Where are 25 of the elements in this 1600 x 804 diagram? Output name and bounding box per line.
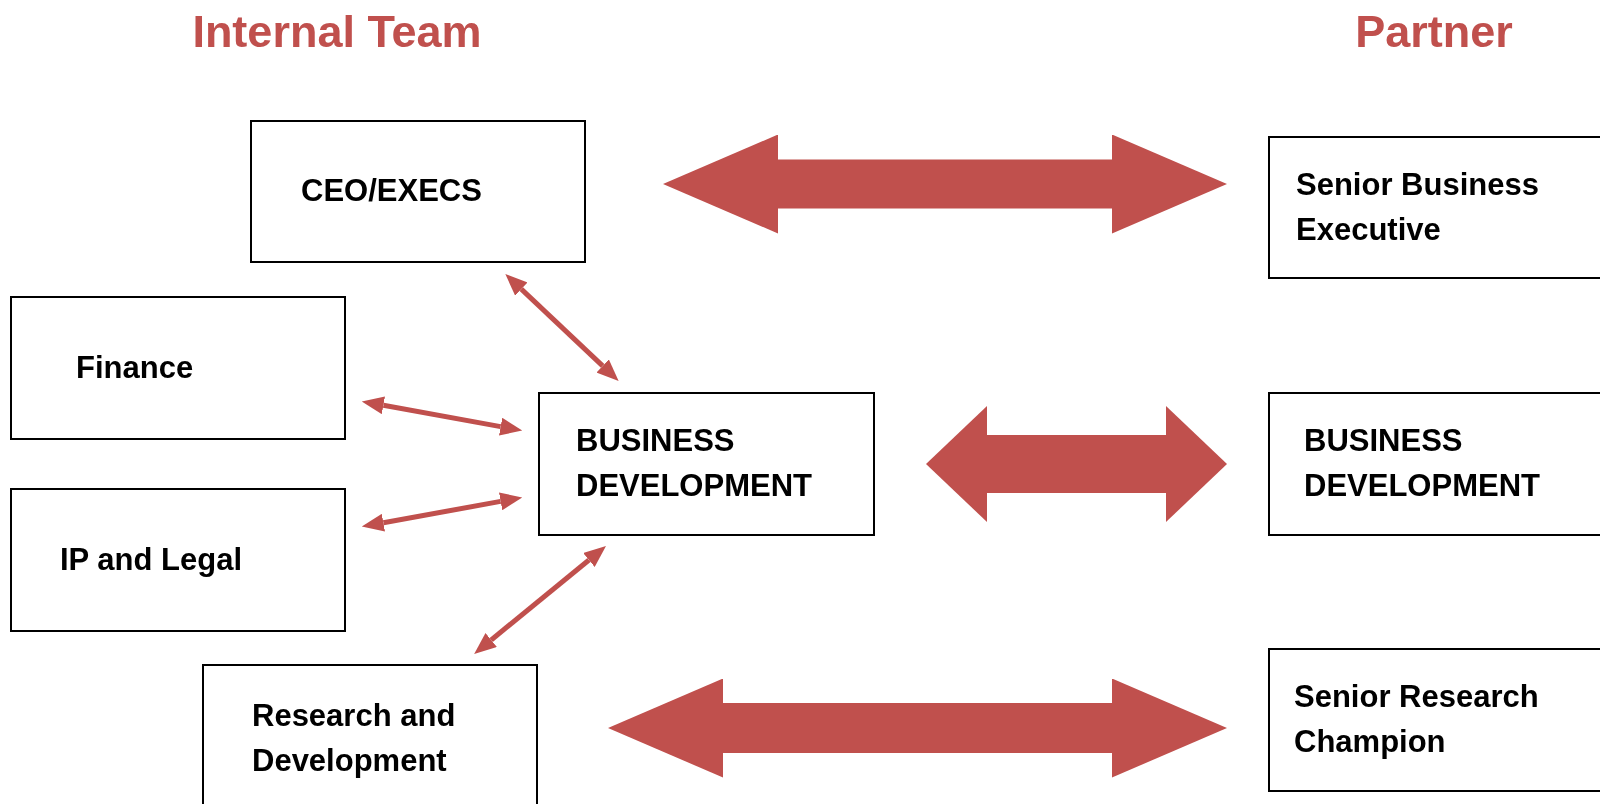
process-box bbox=[10, 488, 346, 632]
double-arrow bbox=[663, 134, 1227, 234]
box-label: BUSINESS DEVELOPMENT bbox=[576, 422, 813, 505]
box-label: Senior Research Champion bbox=[1294, 678, 1540, 761]
process-box bbox=[10, 296, 346, 440]
box-label: Research and Development bbox=[252, 697, 457, 780]
process-box bbox=[1268, 392, 1600, 536]
box-label: BUSINESS DEVELOPMENT bbox=[1304, 422, 1541, 505]
box-label: CEO/EXECS bbox=[301, 172, 483, 211]
column-heading: Internal Team bbox=[192, 6, 482, 58]
process-box bbox=[538, 392, 875, 536]
process-box bbox=[1268, 136, 1600, 279]
connector-arrow bbox=[361, 396, 523, 436]
box-label: IP and Legal bbox=[60, 540, 244, 579]
connector-arrow bbox=[505, 274, 619, 381]
process-box bbox=[202, 664, 538, 804]
double-arrow bbox=[608, 678, 1227, 778]
process-box bbox=[250, 120, 586, 263]
box-label: Senior Business Executive bbox=[1296, 165, 1540, 249]
process-box bbox=[1268, 648, 1600, 792]
box-label: Finance bbox=[76, 348, 195, 387]
connector-arrow bbox=[361, 492, 523, 532]
column-heading: Partner bbox=[1355, 6, 1513, 58]
double-arrow bbox=[926, 406, 1227, 522]
connector-arrow bbox=[474, 546, 606, 654]
